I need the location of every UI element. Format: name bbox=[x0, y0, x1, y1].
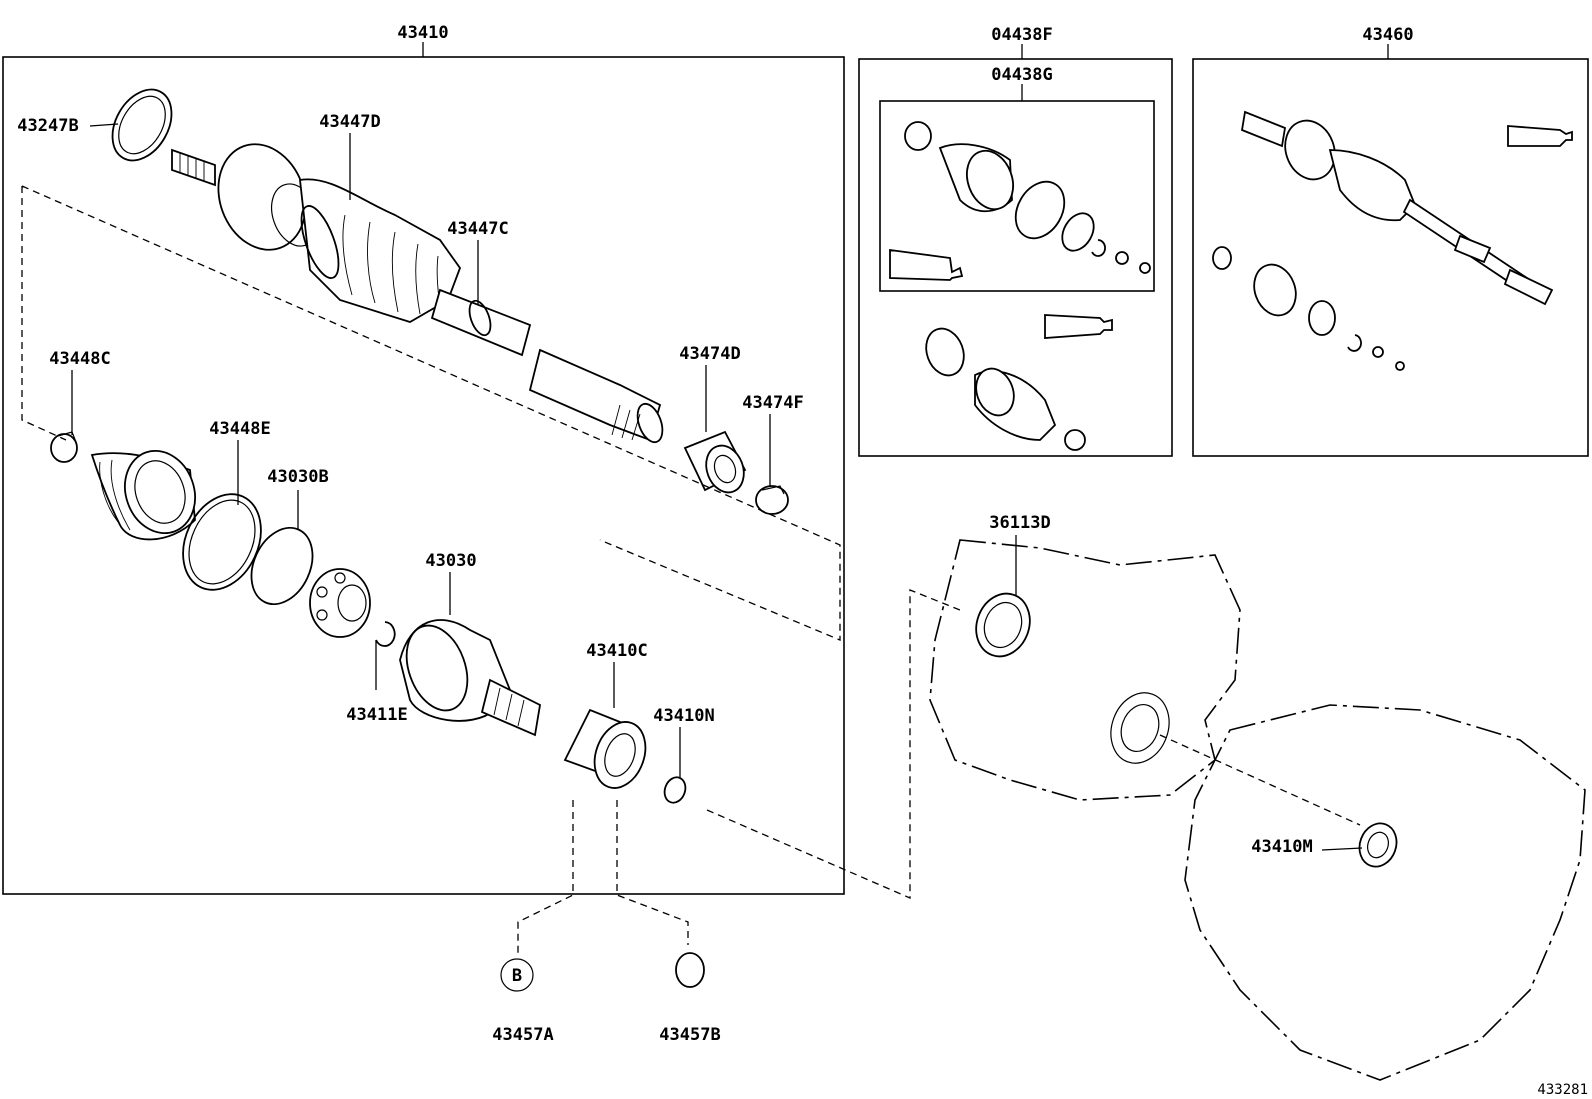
part-label-43030: 43030 bbox=[425, 551, 476, 571]
part-label-43030B: 43030B bbox=[267, 467, 328, 487]
other-shaft-illustration bbox=[1212, 110, 1573, 371]
part-label-43411E: 43411E bbox=[346, 705, 407, 725]
repair-kit-outer-illustration bbox=[925, 314, 1113, 451]
part-label-43247B: 43247B bbox=[17, 116, 78, 136]
callout-b-circle bbox=[500, 958, 534, 992]
transaxle-case-outline bbox=[929, 539, 1241, 801]
part-label-43447C: 43447C bbox=[447, 219, 508, 239]
part-label-43457B: 43457B bbox=[659, 1025, 720, 1045]
transmission-case-outline bbox=[1184, 704, 1586, 1081]
frame-repair-kit-outer bbox=[858, 58, 1173, 457]
figure-id: 433281 bbox=[1537, 1082, 1588, 1098]
group-label-other-shaft: 43460 bbox=[1362, 25, 1413, 45]
dust-seal-ring bbox=[111, 88, 173, 162]
part-label-43448C: 43448C bbox=[49, 349, 110, 369]
part-label-43457A: 43457A bbox=[492, 1025, 553, 1045]
part-label-43447D: 43447D bbox=[319, 112, 380, 132]
part-label-43410C: 43410C bbox=[586, 641, 647, 661]
part-label-43410M: 43410M bbox=[1251, 837, 1312, 857]
group-label-repair-kit-outer: 04438F bbox=[991, 25, 1052, 45]
part-label-43474D: 43474D bbox=[679, 344, 740, 364]
group-label-main-assembly: 43410 bbox=[397, 23, 448, 43]
part-label-36113D: 36113D bbox=[989, 513, 1050, 533]
callout-b-letter: B bbox=[512, 966, 522, 986]
part-label-43474F: 43474F bbox=[742, 393, 803, 413]
repair-kit-inner-illustration bbox=[889, 121, 1151, 281]
bearing-43410M bbox=[1358, 822, 1398, 868]
exploded-parts-illustration bbox=[50, 431, 687, 804]
part-label-43410N: 43410N bbox=[653, 706, 714, 726]
frame-other-shaft bbox=[1192, 58, 1589, 457]
frame-repair-kit-inner bbox=[879, 100, 1155, 292]
snap-ring-43457B bbox=[675, 952, 705, 988]
part-label-43448E: 43448E bbox=[209, 419, 270, 439]
exploded-view-envelope bbox=[21, 185, 841, 641]
oil-seal-36113D bbox=[975, 592, 1031, 658]
drive-shaft-illustration bbox=[111, 88, 789, 515]
group-label-repair-kit-inner: 04438G bbox=[991, 65, 1052, 85]
